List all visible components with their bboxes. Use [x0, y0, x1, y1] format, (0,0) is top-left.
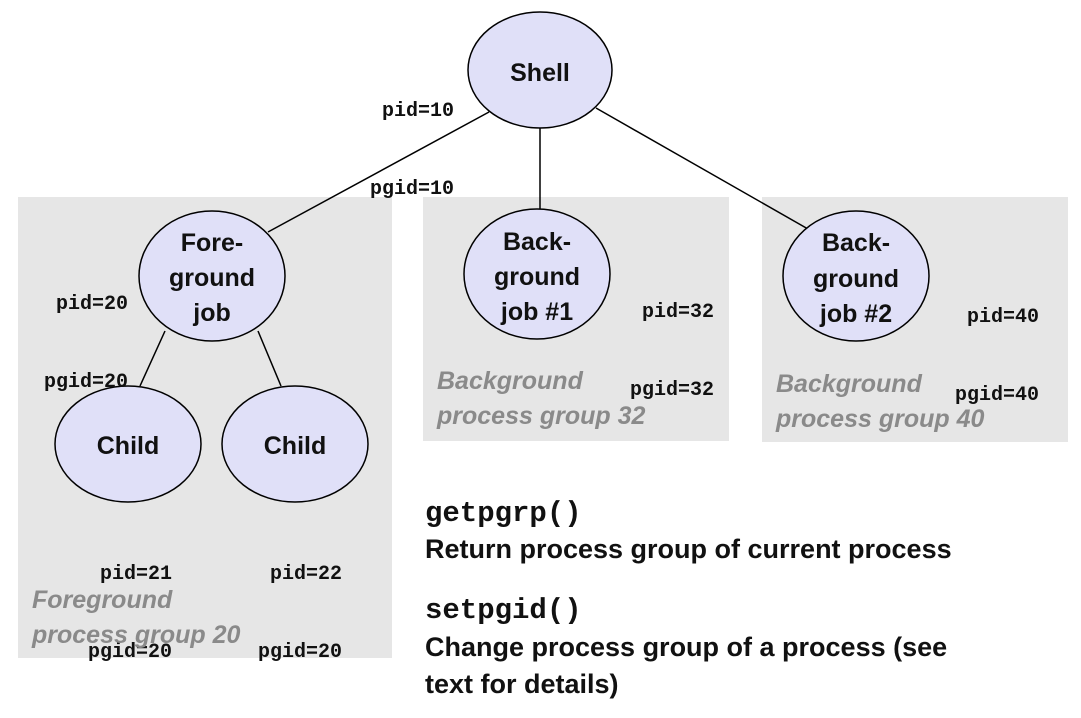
setpgid-function-name: setpgid(): [425, 594, 582, 627]
getpgrp-description-line-1: Return process group of current process: [425, 534, 952, 564]
edge-shell-foreground-job: [267, 111, 490, 233]
background-job-1-ids: pid=32 pgid=32: [610, 248, 714, 456]
background-process-group-40-label-line-1: Background: [776, 370, 922, 398]
shell-pid: pid=10: [381, 100, 454, 123]
background-process-group-40-label-line-2: process group 40: [776, 405, 985, 433]
setpgid-description-line-2: text for details): [425, 669, 619, 699]
background-job-2-label-line-3: job #2: [819, 300, 892, 328]
child-1-pid: pid=21: [99, 563, 172, 586]
child-2-label: Child: [264, 432, 327, 460]
edge-shell-background-job-2: [595, 107, 816, 234]
background-job-2-ids: pid=40 pgid=40: [934, 253, 1039, 461]
shell-ids: pid=10 pgid=10: [330, 47, 454, 255]
child-1-pgid: pgid=20: [87, 641, 172, 664]
foreground-job-pid: pid=20: [55, 293, 128, 316]
foreground-job-label-line-1: Fore-: [181, 229, 244, 257]
background-job-1-pgid: pgid=32: [629, 379, 714, 402]
foreground-job-ids: pid=20 pgid=20: [10, 240, 128, 448]
background-process-group-40-label: Background process group 40: [776, 367, 984, 437]
background-job-2-label-line-2: ground: [813, 265, 899, 293]
shell-pgid: pgid=10: [369, 178, 454, 201]
foreground-job-pgid: pgid=20: [43, 371, 128, 394]
background-job-2-pgid: pgid=40: [954, 384, 1039, 407]
background-job-1-label-line-3: job #1: [500, 298, 573, 326]
shell-node: Shell: [467, 11, 613, 129]
background-process-group-32-label-line-2: process group 32: [437, 402, 646, 430]
foreground-process-group-label-line-2: process group 20: [32, 621, 241, 649]
foreground-job-label-line-3: job: [192, 299, 231, 327]
foreground-process-group-label: Foreground process group 20: [32, 583, 240, 653]
child-2-node: Child: [221, 385, 369, 503]
child-2-pgid: pgid=20: [257, 641, 342, 664]
background-job-1-pid: pid=32: [641, 301, 714, 324]
child-2-pid: pid=22: [269, 563, 342, 586]
background-job-1-label-line-1: Back-: [503, 228, 571, 256]
foreground-job-node: Fore- ground job: [138, 210, 286, 342]
background-job-2-node: Back- ground job #2: [782, 210, 930, 342]
background-job-2-label-line-1: Back-: [822, 229, 890, 257]
edge-foreground-job-child-2: [257, 330, 282, 387]
shell-node-label: Shell: [510, 59, 570, 87]
child-1-label: Child: [97, 432, 160, 460]
getpgrp-function-description: Return process group of current process: [425, 531, 952, 568]
foreground-job-label-line-2: ground: [169, 264, 255, 292]
background-process-group-32-label-line-1: Background: [437, 367, 583, 395]
background-job-2-pid: pid=40: [966, 306, 1039, 329]
setpgid-function-description: Change process group of a process (see t…: [425, 629, 947, 703]
edge-foreground-job-child-1: [139, 330, 166, 387]
foreground-process-group-label-line-1: Foreground: [32, 586, 173, 614]
child-1-node: Child: [54, 385, 202, 503]
background-job-1-node: Back- ground job #1: [463, 208, 611, 340]
setpgid-description-line-1: Change process group of a process (see: [425, 632, 948, 662]
child-2-ids: pid=22 pgid=20: [232, 510, 342, 718]
edges: [139, 107, 816, 387]
background-job-1-label-line-2: ground: [494, 263, 580, 291]
getpgrp-function-name: getpgrp(): [425, 497, 582, 530]
background-process-group-32-label: Background process group 32: [437, 364, 645, 434]
child-1-ids: pid=21 pgid=20: [62, 510, 172, 718]
